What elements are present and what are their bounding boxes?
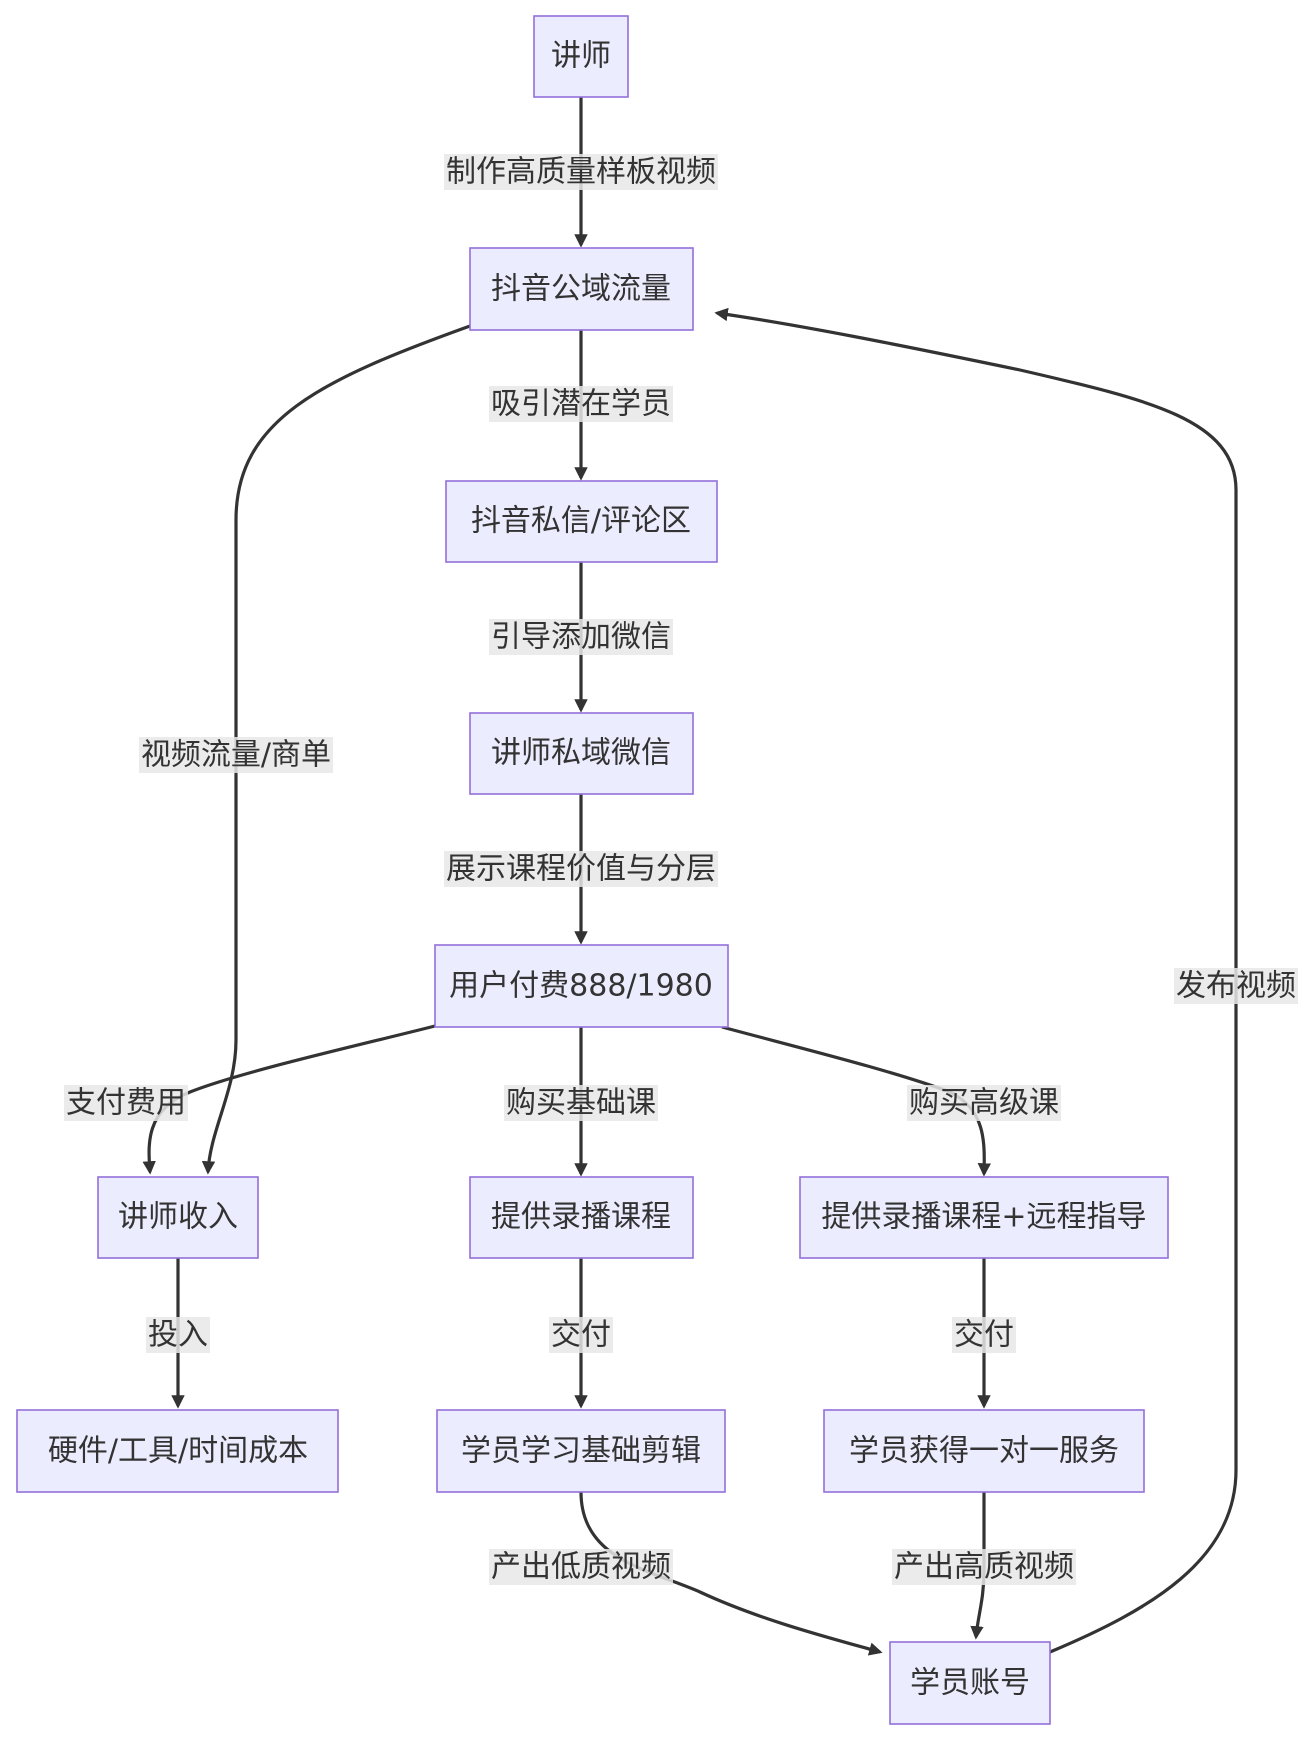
- node-user-payment: 用户付费888/1980: [434, 944, 729, 1028]
- edge-label: 引导添加微信: [489, 619, 673, 655]
- edge-payment-to-lecturer-income: [142, 1024, 436, 1175]
- svg-text:讲师私域微信: 讲师私域微信: [491, 736, 671, 771]
- svg-text:制作高质量样板视频: 制作高质量样板视频: [446, 155, 716, 190]
- svg-text:抖音公域流量: 抖音公域流量: [491, 272, 671, 307]
- svg-text:讲师: 讲师: [551, 39, 611, 74]
- node-lecturer-private-wechat: 讲师私域微信: [469, 712, 694, 795]
- svg-text:投入: 投入: [148, 1318, 208, 1353]
- edge-label: 产出低质视频: [489, 1549, 673, 1585]
- edge-basic-editing-to-student-account: [579, 1491, 883, 1656]
- svg-text:讲师收入: 讲师收入: [118, 1200, 238, 1235]
- node-lecturer: 讲师: [533, 15, 629, 98]
- edge-label: 吸引潜在学员: [489, 386, 673, 422]
- svg-text:购买高级课: 购买高级课: [909, 1086, 1059, 1121]
- edges: [142, 97, 1238, 1656]
- svg-text:产出高质视频: 产出高质视频: [894, 1550, 1074, 1585]
- edge-label: 发布视频: [1174, 968, 1298, 1004]
- svg-text:购买基础课: 购买基础课: [506, 1086, 656, 1121]
- svg-text:展示课程价值与分层: 展示课程价值与分层: [446, 852, 716, 887]
- svg-text:交付: 交付: [551, 1318, 611, 1353]
- node-douyin-public-traffic: 抖音公域流量: [469, 247, 694, 331]
- svg-text:学员获得一对一服务: 学员获得一对一服务: [849, 1434, 1119, 1469]
- edge-label: 投入: [146, 1317, 210, 1353]
- node-recorded-course: 提供录播课程: [469, 1176, 694, 1259]
- svg-text:提供录播课程+远程指导: 提供录播课程+远程指导: [821, 1200, 1146, 1235]
- node-costs: 硬件/工具/时间成本: [16, 1409, 339, 1493]
- nodes: 讲师 抖音公域流量 抖音私信/评论区 讲师私域微信 用户付费888/1980 讲…: [16, 15, 1169, 1725]
- svg-text:产出低质视频: 产出低质视频: [491, 1550, 671, 1585]
- node-douyin-dm-comments: 抖音私信/评论区: [445, 480, 718, 563]
- node-student-account: 学员账号: [889, 1641, 1051, 1725]
- svg-text:吸引潜在学员: 吸引潜在学员: [491, 387, 671, 422]
- svg-text:学员账号: 学员账号: [910, 1666, 1030, 1701]
- edge-label: 购买基础课: [504, 1085, 658, 1121]
- node-lecturer-income: 讲师收入: [97, 1176, 259, 1259]
- node-recorded-course-remote: 提供录播课程+远程指导: [799, 1176, 1169, 1259]
- edge-label: 制作高质量样板视频: [444, 154, 718, 190]
- svg-text:交付: 交付: [954, 1318, 1014, 1353]
- svg-text:用户付费888/1980: 用户付费888/1980: [449, 969, 713, 1004]
- edge-label: 交付: [952, 1317, 1016, 1353]
- edge-douyin-public-to-lecturer-income: [201, 324, 471, 1175]
- node-basic-editing: 学员学习基础剪辑: [436, 1409, 726, 1493]
- edge-labels: 制作高质量样板视频 吸引潜在学员 引导添加微信 展示课程价值与分层 视频流量/商…: [64, 154, 1298, 1585]
- svg-text:抖音私信/评论区: 抖音私信/评论区: [471, 504, 691, 539]
- edge-label: 支付费用: [64, 1085, 188, 1121]
- edge-label: 视频流量/商单: [138, 737, 334, 773]
- svg-text:硬件/工具/时间成本: 硬件/工具/时间成本: [48, 1434, 308, 1469]
- svg-text:视频流量/商单: 视频流量/商单: [141, 738, 331, 773]
- edge-label: 产出高质视频: [892, 1549, 1076, 1585]
- edge-label: 交付: [549, 1317, 613, 1353]
- svg-text:发布视频: 发布视频: [1176, 969, 1296, 1004]
- svg-text:支付费用: 支付费用: [66, 1086, 186, 1121]
- edge-label: 购买高级课: [907, 1085, 1061, 1121]
- svg-text:引导添加微信: 引导添加微信: [491, 620, 671, 655]
- svg-text:提供录播课程: 提供录播课程: [491, 1200, 671, 1235]
- node-one-on-one-service: 学员获得一对一服务: [823, 1409, 1145, 1493]
- edge-student-account-to-douyin-public: [714, 307, 1238, 1654]
- edge-label: 展示课程价值与分层: [444, 851, 718, 887]
- svg-text:学员学习基础剪辑: 学员学习基础剪辑: [461, 1434, 701, 1469]
